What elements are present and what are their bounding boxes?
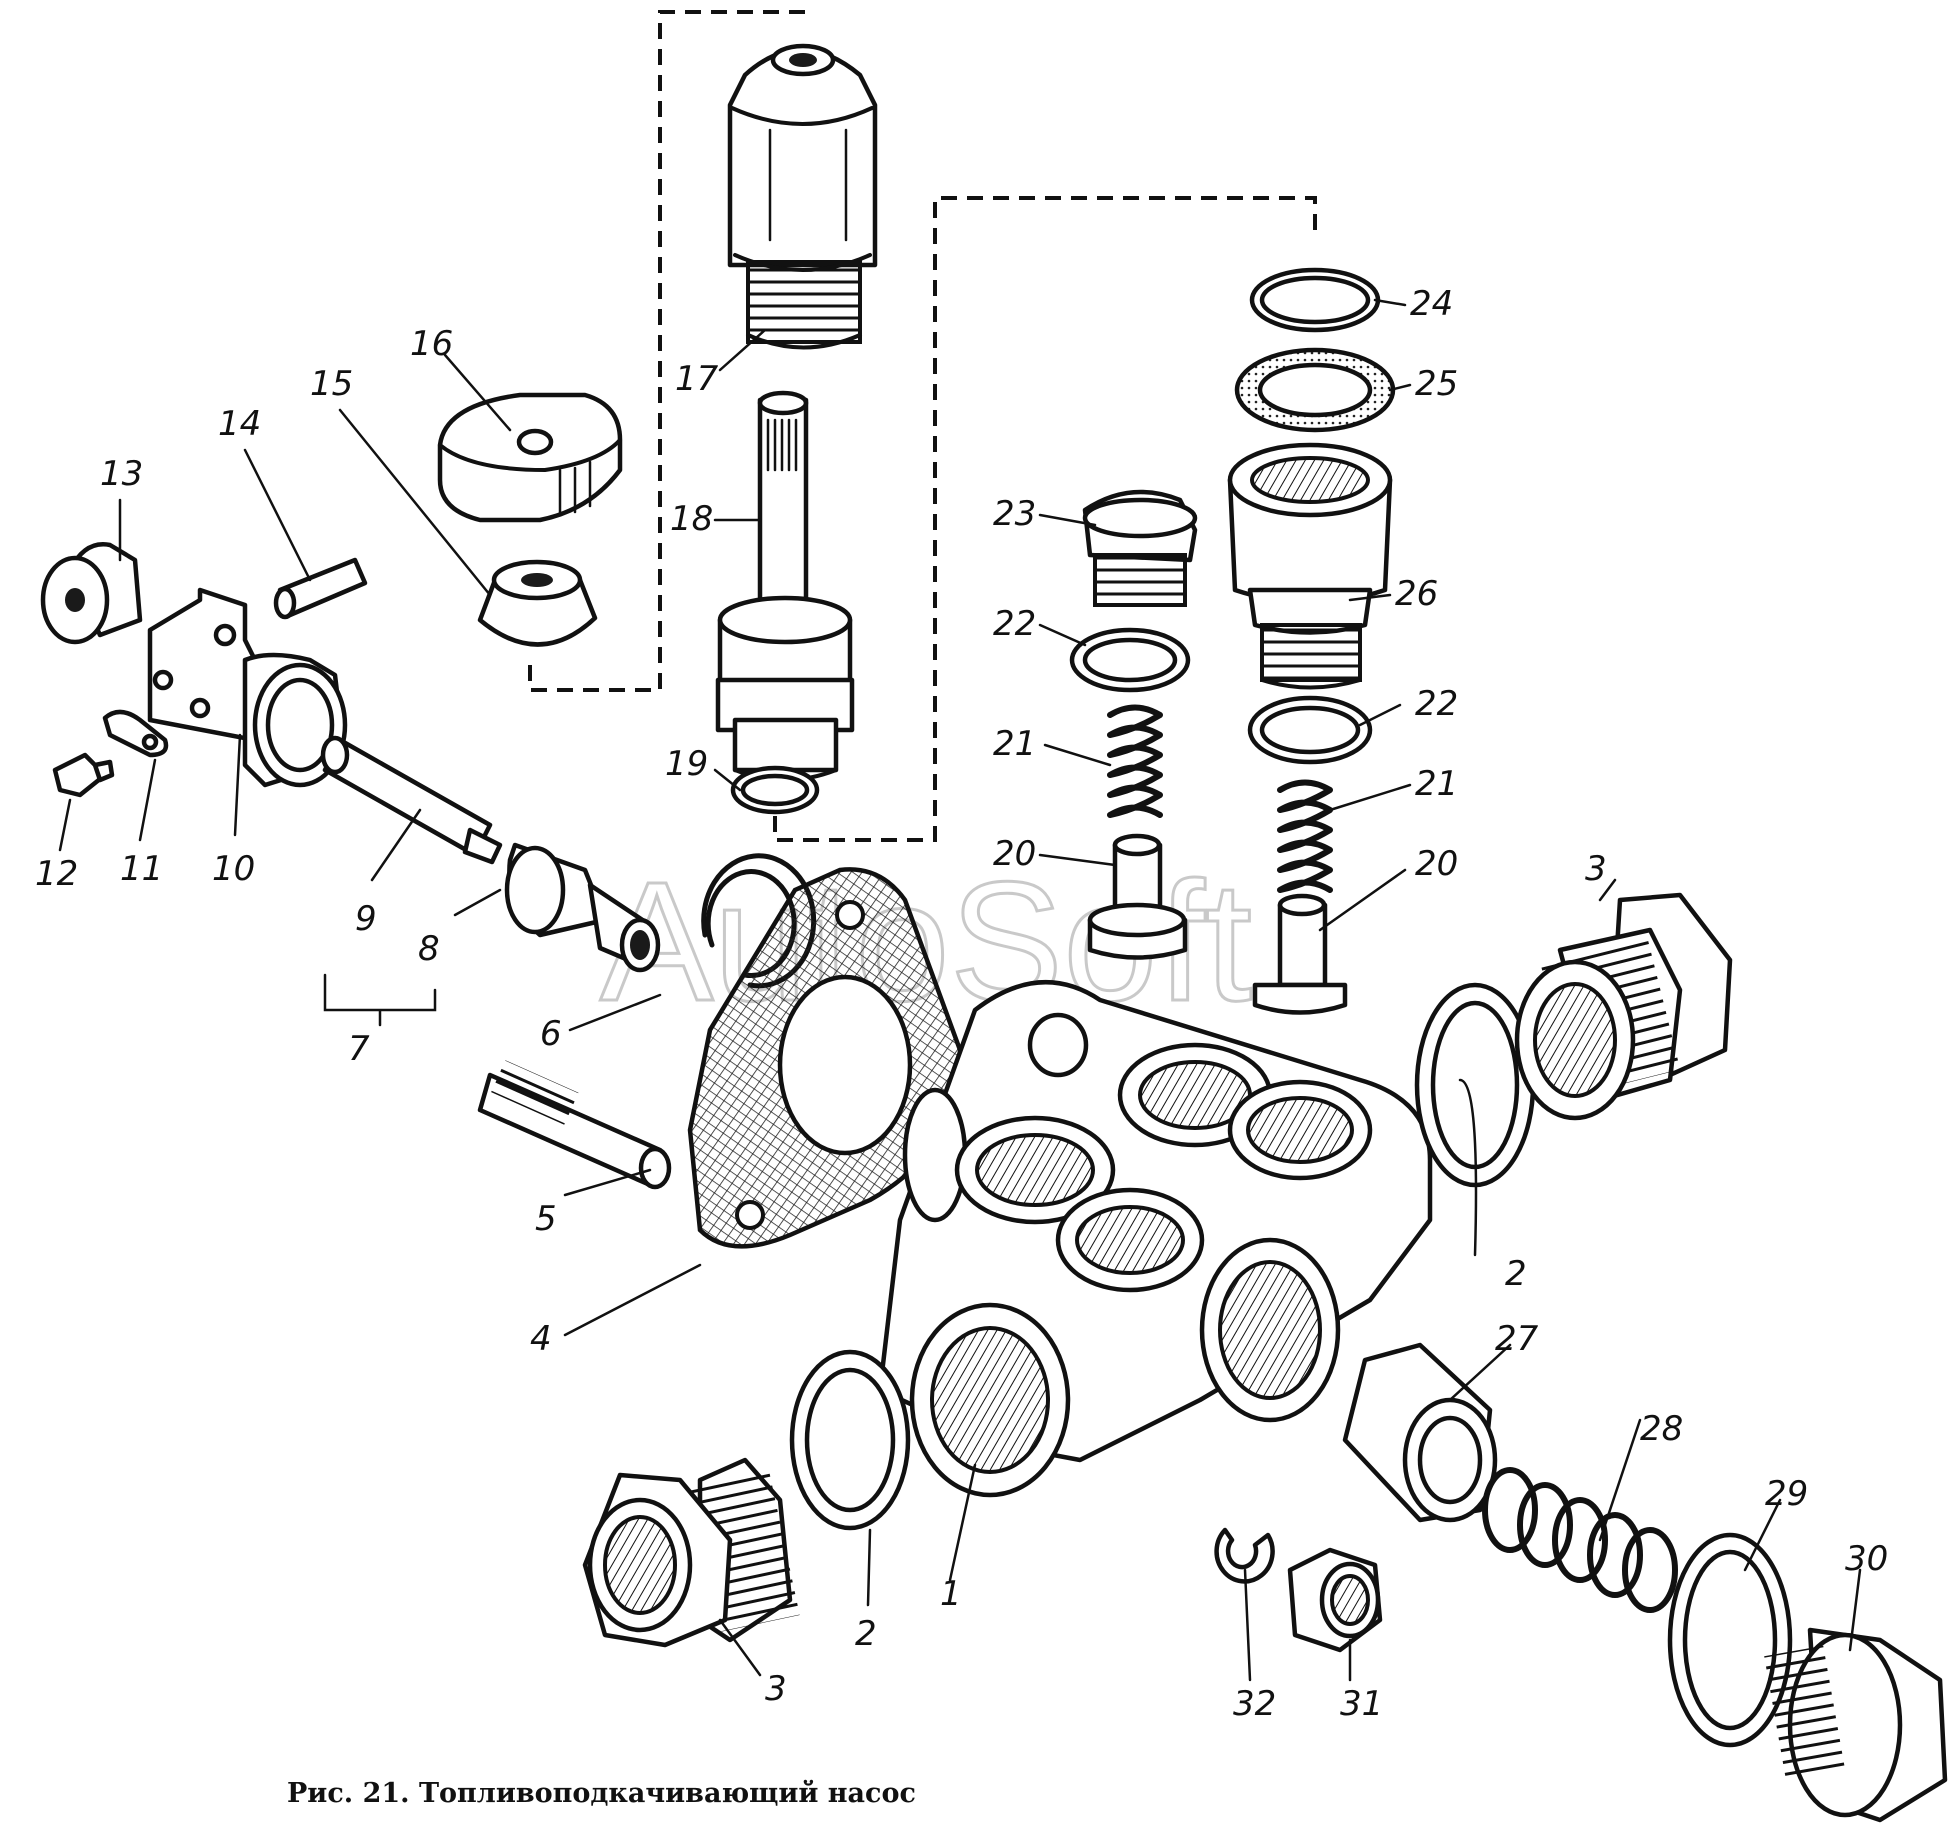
callout-1: 1 bbox=[940, 1574, 962, 1614]
part-3-fitting-right bbox=[1514, 892, 1733, 1121]
callout-19: 19 bbox=[665, 744, 708, 784]
assembly-dashed-lines bbox=[528, 10, 1317, 842]
callout-32: 32 bbox=[1233, 1684, 1276, 1724]
part-27-sleeve bbox=[1342, 1342, 1498, 1523]
part-20-valve-right bbox=[1252, 893, 1348, 1015]
callout-20-right: 20 bbox=[1415, 844, 1458, 884]
callout-24: 24 bbox=[1410, 284, 1453, 324]
part-2-ring-left bbox=[789, 1349, 911, 1531]
callout-6: 6 bbox=[540, 1014, 562, 1054]
callout-15: 15 bbox=[310, 364, 353, 404]
callout-labels: 1 2 2 3 3 4 5 6 7 8 9 10 11 12 13 14 15 … bbox=[35, 284, 1888, 1724]
callout-26: 26 bbox=[1395, 574, 1438, 614]
part-31-nut bbox=[1287, 1547, 1383, 1653]
part-21-spring-left bbox=[1107, 704, 1163, 818]
part-2-ring-right bbox=[1414, 982, 1536, 1188]
figure-caption: Рис. 21. Топливоподкачивающий насос bbox=[287, 1778, 916, 1809]
callout-27: 27 bbox=[1495, 1319, 1539, 1359]
callout-5: 5 bbox=[535, 1199, 557, 1239]
part-15-cone bbox=[477, 559, 598, 647]
callout-21-right: 21 bbox=[1415, 764, 1458, 804]
callout-4: 4 bbox=[530, 1319, 552, 1359]
callout-25: 25 bbox=[1415, 364, 1458, 404]
callout-10: 10 bbox=[212, 849, 255, 889]
callout-3-bottom: 3 bbox=[765, 1669, 787, 1709]
leader-lines bbox=[58, 298, 1862, 1682]
part-5-stud bbox=[477, 1060, 672, 1190]
callout-28: 28 bbox=[1640, 1409, 1683, 1449]
part-10-bracket bbox=[147, 587, 348, 788]
callout-13: 13 bbox=[100, 454, 143, 494]
part-30-plug bbox=[1764, 1627, 1948, 1823]
callout-20-left: 20 bbox=[993, 834, 1036, 874]
part-14-pin bbox=[273, 557, 368, 620]
callout-18: 18 bbox=[670, 499, 713, 539]
part-28-spring bbox=[1482, 1467, 1678, 1613]
callout-30: 30 bbox=[1845, 1539, 1888, 1579]
part-12-screw bbox=[52, 752, 115, 798]
part-23-plug bbox=[1082, 489, 1198, 607]
callout-21-left: 21 bbox=[993, 724, 1036, 764]
part-13-nut bbox=[40, 542, 143, 645]
part-22-ring-left bbox=[1069, 627, 1191, 693]
callout-12: 12 bbox=[35, 854, 78, 894]
callout-22-left: 22 bbox=[993, 604, 1036, 644]
part-25-washer bbox=[1234, 347, 1396, 433]
part-8-piston bbox=[504, 842, 661, 973]
callout-9: 9 bbox=[355, 899, 377, 939]
callout-29: 29 bbox=[1765, 1474, 1808, 1514]
callout-14: 14 bbox=[218, 404, 261, 444]
callout-22-right: 22 bbox=[1415, 684, 1458, 724]
part-24-ring bbox=[1249, 267, 1381, 333]
part-26-fitting bbox=[1227, 442, 1393, 690]
part-22-ring-right bbox=[1247, 695, 1373, 765]
callout-31: 31 bbox=[1340, 1684, 1383, 1724]
part-9-rod bbox=[320, 735, 503, 865]
callout-7: 7 bbox=[348, 1029, 370, 1069]
callout-3-right: 3 bbox=[1585, 849, 1607, 889]
part-20-valve-left bbox=[1087, 833, 1188, 960]
callout-2-right: 2 bbox=[1505, 1254, 1527, 1294]
part-4-gasket bbox=[687, 867, 963, 1249]
callout-11: 11 bbox=[120, 849, 163, 889]
callout-17: 17 bbox=[675, 359, 719, 399]
part-19-ring bbox=[730, 765, 820, 815]
callout-2-bottom: 2 bbox=[855, 1614, 877, 1654]
callout-8: 8 bbox=[418, 929, 440, 969]
part-18-plunger bbox=[715, 390, 855, 782]
part-32-lock-washer bbox=[1214, 1527, 1275, 1584]
part-3-fitting-left bbox=[582, 1457, 800, 1648]
part-17-upper-body bbox=[727, 43, 878, 350]
part-11-lock-plate bbox=[102, 709, 169, 758]
callout-16: 16 bbox=[410, 324, 453, 364]
part-16-plate bbox=[437, 392, 623, 523]
part-1-pump-body bbox=[877, 979, 1433, 1498]
callout-23: 23 bbox=[993, 494, 1036, 534]
part-21-spring-right bbox=[1277, 779, 1333, 893]
part-29-ring bbox=[1667, 1532, 1793, 1748]
